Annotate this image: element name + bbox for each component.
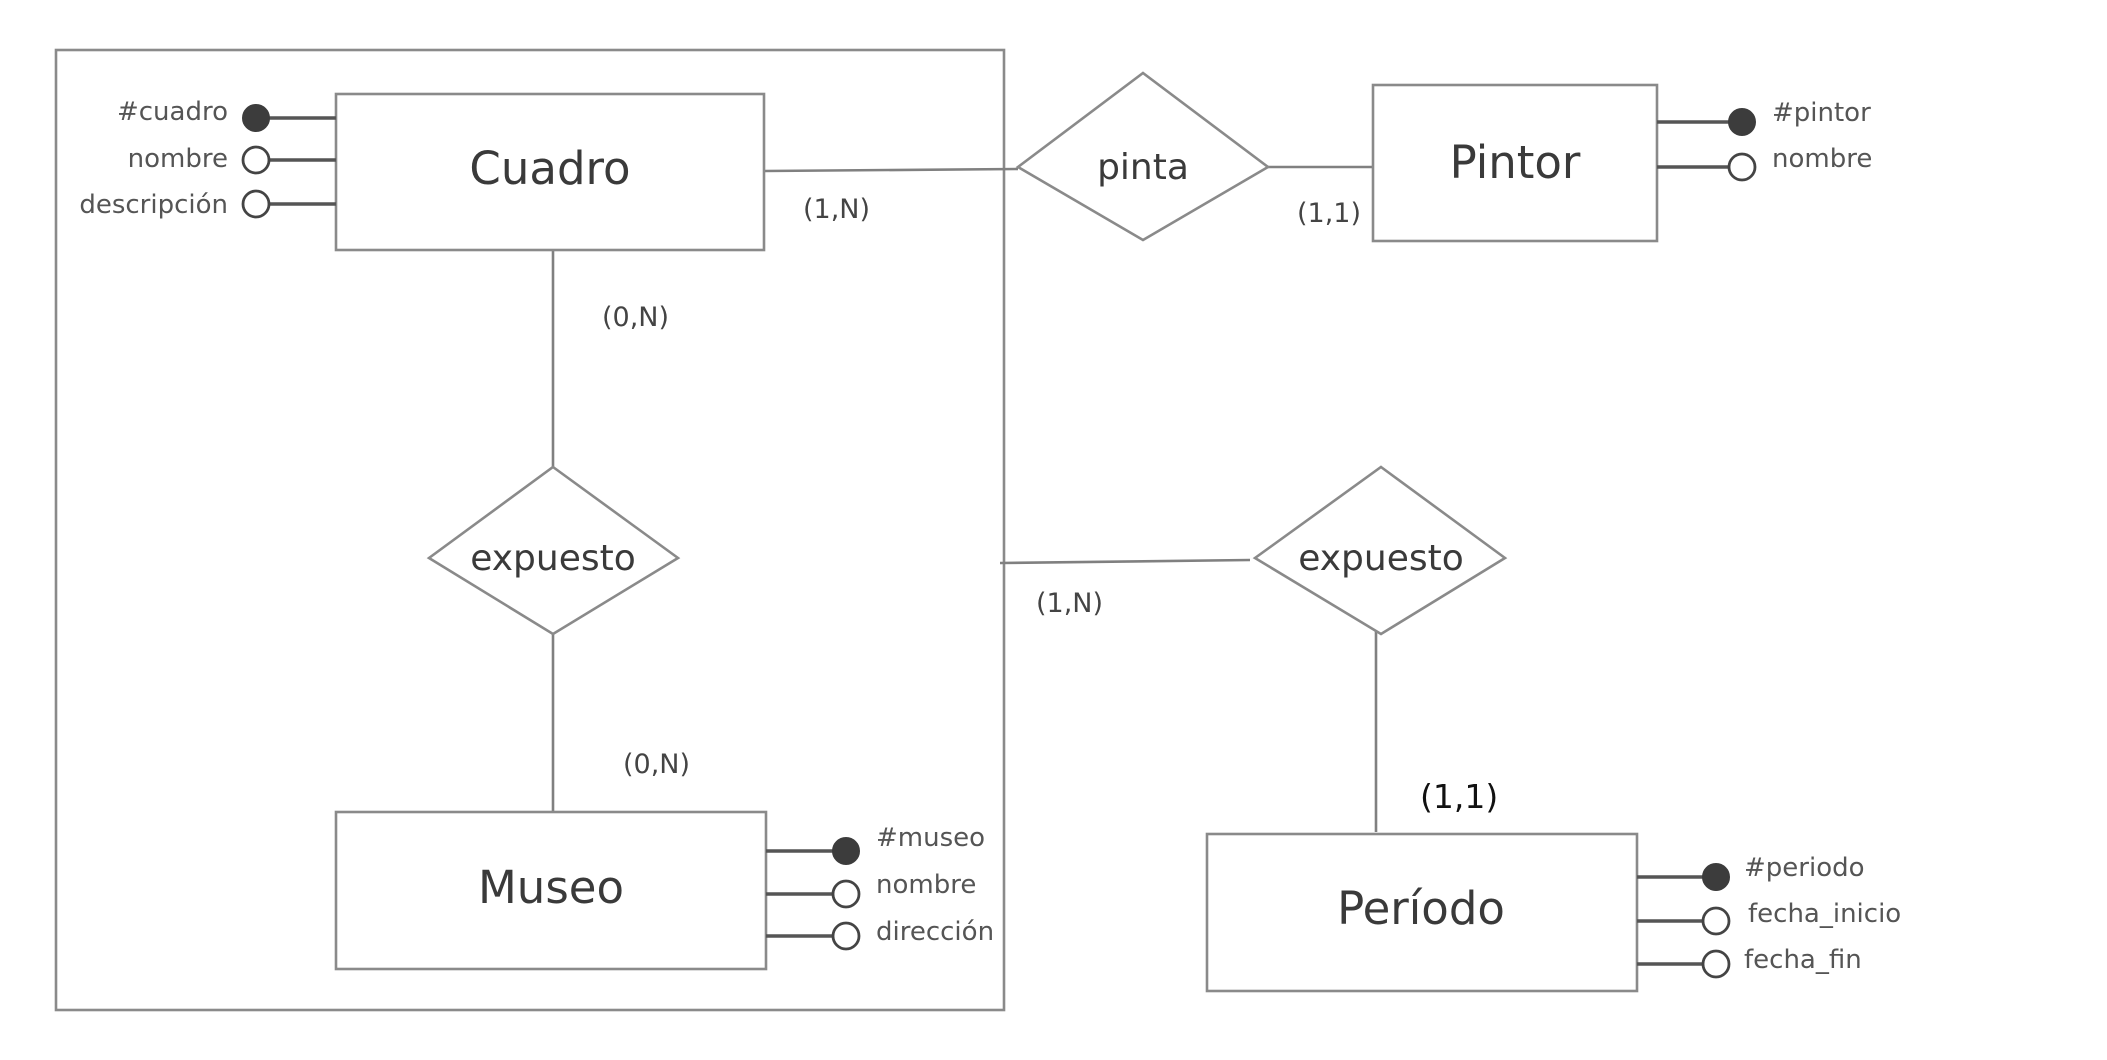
entity-periodo: Período #periodo fecha_inicio fecha_fin: [1205, 832, 1901, 993]
attr-periodo-fecha-fin: fecha_fin: [1744, 945, 1862, 975]
attribute-icon: [1701, 949, 1731, 979]
entity-museo: Museo #museo nombre dirección: [334, 810, 994, 971]
attribute-icon: [831, 921, 861, 951]
entity-cuadro-label: Cuadro: [469, 142, 630, 195]
attribute-icon: [241, 145, 271, 175]
attribute-icon: [1701, 906, 1731, 936]
relationship-expuesto-periodo-label: expuesto: [1298, 538, 1464, 579]
attr-periodo-fecha-inicio: fecha_inicio: [1748, 899, 1901, 929]
aggregation-frame: [54, 48, 1006, 1012]
key-attribute-icon: [242, 104, 270, 132]
attr-pintor-nombre: nombre: [1772, 144, 1872, 174]
key-attribute-icon: [1728, 108, 1756, 136]
entity-pintor-label: Pintor: [1450, 136, 1581, 189]
key-attribute-icon: [832, 837, 860, 865]
attr-cuadro-id: #cuadro: [117, 97, 228, 127]
cardinality-aggregation-expuesto: (1,N): [1036, 588, 1103, 619]
line-cuadro-pinta: [764, 167, 1019, 173]
entity-pintor: Pintor #pintor nombre: [1371, 83, 1872, 243]
attr-pintor-id: #pintor: [1772, 98, 1871, 128]
attr-museo-id: #museo: [876, 823, 985, 853]
attr-museo-direccion: dirección: [876, 917, 994, 947]
attribute-icon: [831, 879, 861, 909]
cardinality-cuadro-expuesto: (0,N): [602, 302, 669, 333]
attribute-icon: [241, 189, 271, 219]
line-aggregation-expuesto: [999, 558, 1251, 565]
attribute-icon: [1727, 152, 1757, 182]
relationship-expuesto-periodo: expuesto: [1252, 465, 1508, 636]
key-attribute-icon: [1702, 863, 1730, 891]
cardinality-periodo-expuesto: (1,1): [1420, 777, 1498, 816]
entity-cuadro: Cuadro #cuadro nombre descripción: [79, 92, 766, 252]
relationship-pinta: pinta: [1015, 71, 1271, 242]
entity-museo-label: Museo: [478, 861, 624, 914]
cardinality-cuadro-pinta: (1,N): [803, 194, 870, 225]
attr-cuadro-nombre: nombre: [128, 144, 228, 174]
attr-cuadro-descripcion: descripción: [79, 190, 228, 220]
cardinality-pintor-pinta: (1,1): [1297, 198, 1361, 229]
attr-periodo-id: #periodo: [1744, 853, 1865, 883]
attr-museo-nombre: nombre: [876, 870, 976, 900]
entity-periodo-label: Período: [1337, 882, 1505, 935]
cardinality-museo-expuesto: (0,N): [623, 749, 690, 780]
relationship-expuesto-museo: expuesto: [426, 465, 681, 636]
relationship-expuesto-museo-label: expuesto: [470, 538, 636, 579]
relationship-pinta-label: pinta: [1097, 147, 1189, 188]
